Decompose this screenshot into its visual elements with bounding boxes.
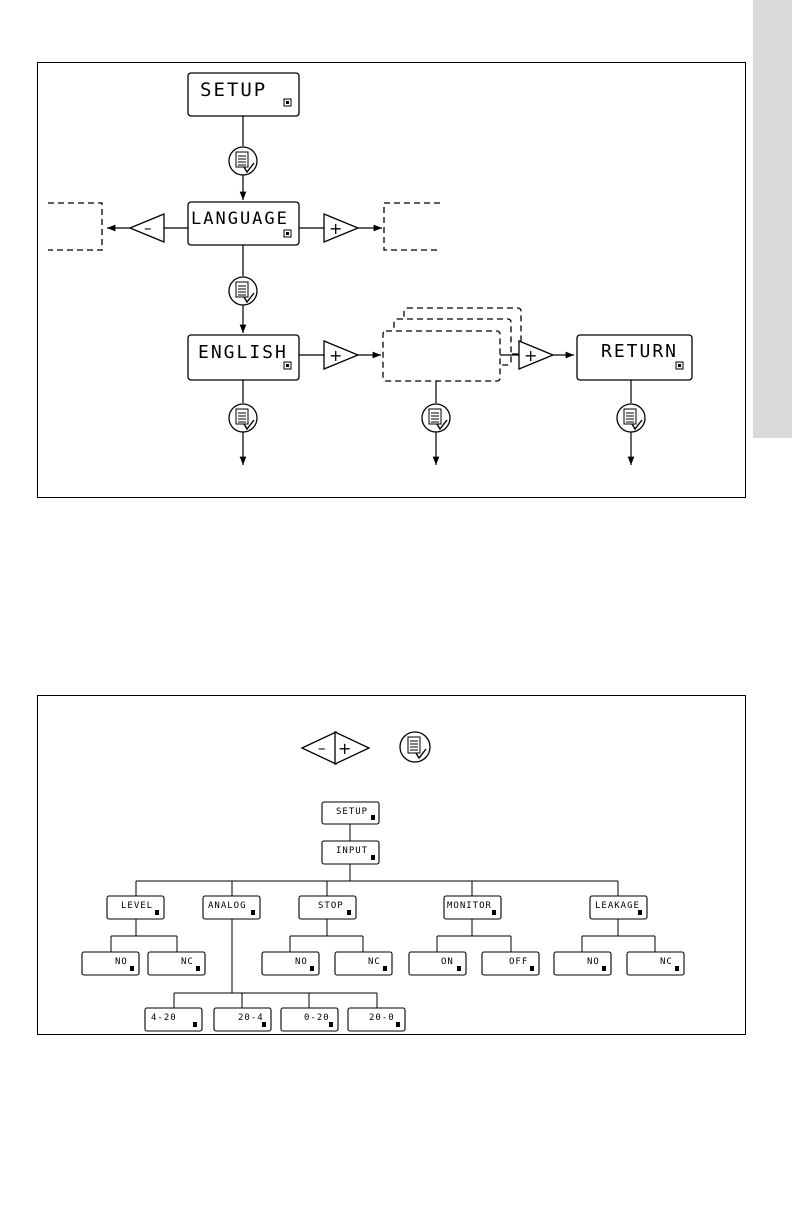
square-indicator-icon	[329, 1022, 333, 1027]
square-indicator-icon	[262, 1022, 266, 1027]
english-display: ENGLISH	[188, 335, 299, 380]
tree-node-level: LEVEL	[107, 896, 164, 919]
tree-node-monitor: MONITOR	[444, 896, 501, 919]
menu-check-icon[interactable]	[617, 404, 645, 432]
square-indicator-icon	[196, 966, 200, 971]
next-option-box	[384, 203, 440, 250]
svg-text:+: +	[329, 346, 342, 365]
previous-option-box	[48, 203, 102, 250]
input-tree-frame: – + S	[37, 695, 746, 1035]
square-indicator-icon	[396, 1022, 400, 1027]
tree-leaf-leakage-no: NO	[554, 952, 611, 975]
svg-text:+: +	[338, 739, 351, 758]
plus-arrow-icon[interactable]: +	[324, 214, 358, 242]
square-indicator-icon	[675, 966, 679, 971]
tree-node-leakage: LEAKAGE	[590, 896, 647, 919]
tree-connectors	[111, 824, 655, 1008]
tree-leaf-analog-4-20: 4-20	[145, 1008, 202, 1031]
svg-text:STOP: STOP	[318, 901, 344, 911]
square-indicator-icon	[530, 966, 534, 971]
tree-setup-display: SETUP	[322, 802, 379, 824]
setup-display: SETUP	[188, 73, 299, 116]
svg-text:INPUT: INPUT	[336, 846, 368, 856]
tree-node-stop: STOP	[299, 896, 356, 919]
svg-text:4-20: 4-20	[151, 1013, 177, 1023]
svg-text:SETUP: SETUP	[336, 807, 368, 817]
square-indicator-icon	[310, 966, 314, 971]
square-indicator-icon	[130, 966, 134, 971]
svg-text:OFF: OFF	[509, 957, 528, 967]
tree-leaf-stop-no: NO	[262, 952, 319, 975]
square-indicator-icon	[371, 855, 375, 860]
tree-leaf-level-nc: NC	[148, 952, 205, 975]
svg-text:NO: NO	[295, 957, 308, 967]
thumb-tab	[753, 0, 792, 438]
menu-check-icon	[400, 732, 430, 762]
english-display-text: ENGLISH	[198, 342, 288, 363]
square-indicator-icon	[193, 1022, 197, 1027]
menu-check-icon[interactable]	[229, 277, 257, 305]
svg-text:20-4: 20-4	[238, 1013, 264, 1023]
svg-text:LEAKAGE: LEAKAGE	[595, 901, 640, 911]
svg-text:–: –	[144, 219, 152, 237]
plus-arrow-icon: +	[335, 732, 369, 764]
tree-node-analog: ANALOG	[203, 896, 260, 919]
menu-check-icon[interactable]	[229, 404, 257, 432]
svg-text:0-20: 0-20	[304, 1013, 330, 1023]
svg-text:20-0: 20-0	[369, 1013, 395, 1023]
setup-display-text: SETUP	[200, 79, 267, 101]
tree-leaf-stop-nc: NC	[335, 952, 392, 975]
menu-check-icon[interactable]	[229, 147, 257, 175]
square-indicator-icon	[155, 910, 159, 915]
svg-text:NO: NO	[115, 957, 128, 967]
return-display: RETURN	[577, 335, 692, 380]
language-display-text: LANGUAGE	[191, 209, 289, 229]
svg-text:ON: ON	[441, 957, 454, 967]
language-options-stack	[383, 308, 521, 381]
tree-leaf-monitor-off: OFF	[482, 952, 539, 975]
svg-text:LEVEL: LEVEL	[121, 901, 153, 911]
menu-check-icon[interactable]	[422, 404, 450, 432]
svg-text:+: +	[329, 219, 342, 238]
svg-text:NC: NC	[181, 957, 194, 967]
svg-text:–: –	[318, 739, 326, 757]
plus-arrow-icon[interactable]: +	[519, 341, 553, 369]
tree-leaf-monitor-on: ON	[409, 952, 466, 975]
tree-leaf-analog-0-20: 0-20	[281, 1008, 338, 1031]
square-indicator-icon	[251, 910, 255, 915]
plus-arrow-icon[interactable]: +	[324, 341, 358, 369]
square-indicator-icon	[602, 966, 606, 971]
square-indicator-icon	[371, 815, 375, 820]
svg-text:NO: NO	[587, 957, 600, 967]
tree-input-display: INPUT	[322, 841, 379, 864]
square-indicator-icon	[383, 966, 387, 971]
svg-text:+: +	[524, 346, 537, 365]
svg-text:NC: NC	[660, 957, 673, 967]
tree-leaf-analog-20-0: 20-0	[348, 1008, 405, 1031]
square-indicator-icon	[492, 910, 496, 915]
language-display: LANGUAGE	[188, 202, 299, 245]
svg-text:MONITOR: MONITOR	[447, 901, 492, 911]
tree-leaf-analog-20-4: 20-4	[214, 1008, 271, 1031]
language-flow-frame: SETUP LANGUAGE – +	[37, 62, 746, 498]
minus-arrow-icon[interactable]: –	[130, 214, 164, 242]
square-indicator-icon	[347, 910, 351, 915]
svg-text:ANALOG: ANALOG	[208, 901, 247, 911]
square-indicator-icon	[457, 966, 461, 971]
square-indicator-icon	[638, 910, 642, 915]
tree-leaf-leakage-nc: NC	[627, 952, 684, 975]
minus-arrow-icon: –	[302, 732, 336, 764]
return-display-text: RETURN	[601, 341, 678, 362]
svg-text:NC: NC	[368, 957, 381, 967]
tree-leaf-level-no: NO	[82, 952, 139, 975]
